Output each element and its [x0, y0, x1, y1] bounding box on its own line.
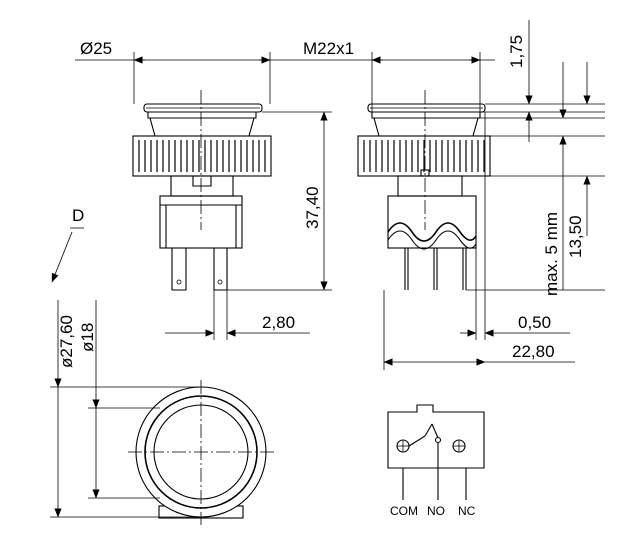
dim-27-60-label: ø27,60 [57, 315, 76, 368]
dim-1-75-label: 1,75 [507, 35, 526, 68]
dim-13-50-label: 13,50 [566, 215, 585, 258]
diameter-25-label: Ø25 [80, 39, 112, 58]
view-d-dimensions: D ø27,60 ø18 [50, 206, 201, 518]
front-view-dimensions: Ø25 37,40 2,80 [75, 39, 332, 340]
dim-max5-label: max. 5 mm [542, 212, 561, 296]
side-view-dimensions: M22x1 1,75 max. 5 mm 13,50 0,50 22,80 [300, 20, 605, 370]
dim-2-80-label: 2,80 [262, 313, 295, 332]
collar-slits [363, 140, 485, 172]
thread-label: M22x1 [303, 39, 354, 58]
collar-slits [138, 140, 266, 172]
front-view [132, 90, 272, 291]
terminal-no-label: NO [427, 504, 445, 518]
dim-0-50-label: 0,50 [518, 313, 551, 332]
side-view [357, 90, 491, 290]
view-d [128, 380, 275, 525]
dim-22-80-label: 22,80 [512, 342, 555, 361]
terminal-com-label: COM [390, 504, 418, 518]
terminal-nc-label: NC [458, 504, 476, 518]
microswitch-schematic: COM NO NC [387, 404, 485, 518]
dim-37-40-label: 37,40 [303, 186, 322, 229]
view-d-label: D [72, 206, 84, 225]
dim-18-label: ø18 [78, 323, 97, 352]
